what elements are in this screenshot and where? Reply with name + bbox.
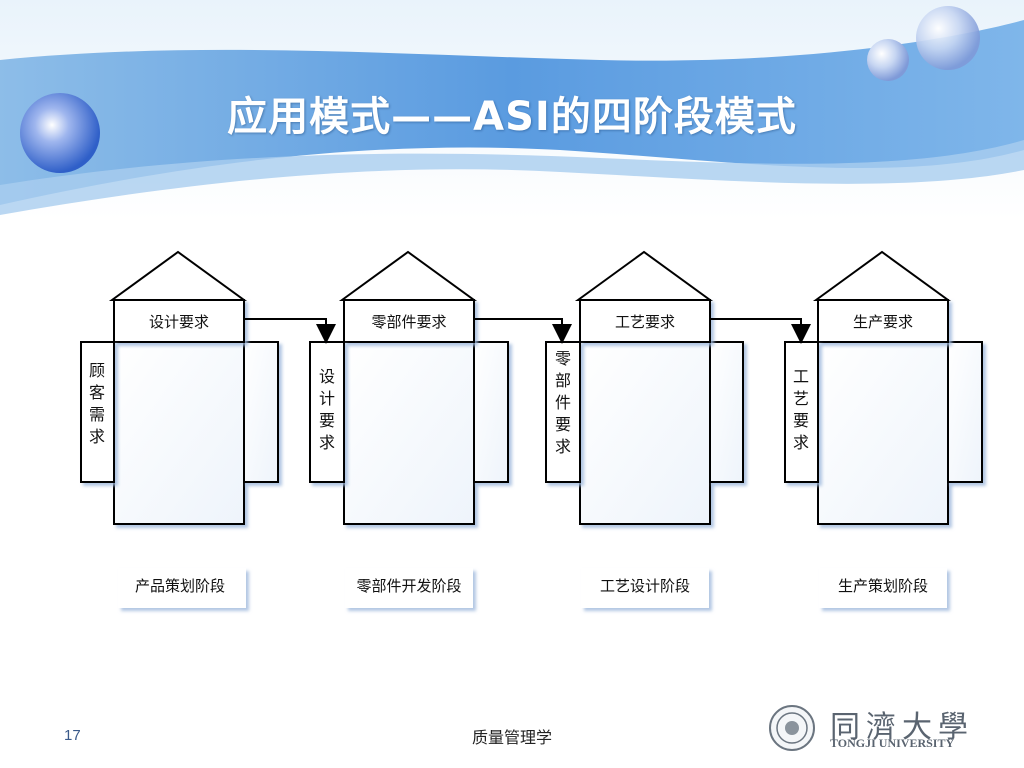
- house-roof: [812, 250, 952, 301]
- decor-orb-right-icon: [916, 6, 980, 70]
- page-title: 应用模式——ASI的四阶段模式: [227, 94, 797, 140]
- decor-orb-small-icon: [867, 39, 909, 81]
- logo-english-name: TONGJI UNIVERSITY: [830, 736, 955, 750]
- stage-1: 设计要求 顾客需求 产品策划阶段: [80, 250, 279, 608]
- stage-3: 工艺要求 零部件要求 工艺设计阶段: [545, 250, 744, 608]
- stage-label-box: [819, 568, 947, 608]
- roof-label: 设计要求: [149, 313, 209, 331]
- side-label: 设计要求: [319, 367, 335, 452]
- stage-name: 零部件开发阶段: [356, 577, 461, 595]
- logo-chinese-name: 同濟大學: [830, 710, 974, 745]
- stage-name: 生产策划阶段: [838, 577, 928, 595]
- roof-label-box: [817, 299, 949, 343]
- stage-name: 产品策划阶段: [135, 577, 225, 595]
- stage-name: 工艺设计阶段: [600, 577, 690, 595]
- side-label-box: [80, 341, 115, 483]
- side-label: 顾客需求: [89, 361, 105, 446]
- roof-label: 工艺要求: [615, 313, 675, 331]
- house-right-wing: [243, 341, 279, 483]
- side-label: 工艺要求: [793, 367, 809, 452]
- house-body: [817, 341, 949, 525]
- stage-4: 生产要求 工艺要求 生产策划阶段: [784, 250, 983, 608]
- house-right-wing: [473, 341, 509, 483]
- roof-label: 零部件要求: [371, 313, 446, 331]
- connector-arrow-2: [474, 318, 572, 344]
- house-body: [113, 341, 245, 525]
- tongji-logo: [769, 705, 815, 751]
- side-label: 零部件要求: [555, 349, 571, 456]
- house-right-wing: [709, 341, 744, 483]
- house-roof: [108, 250, 248, 301]
- house-roof: [574, 250, 714, 301]
- house-right-wing: [947, 341, 983, 483]
- roof-label: 生产要求: [853, 313, 913, 331]
- stage-label-box: [345, 568, 473, 608]
- connector-arrow-3: [710, 318, 811, 344]
- stage-label-box: [581, 568, 709, 608]
- roof-label-box: [343, 299, 475, 343]
- side-label-box: [545, 341, 581, 483]
- side-label-box: [309, 341, 345, 483]
- stage-2: 零部件要求 设计要求 零部件开发阶段: [309, 250, 509, 608]
- house-roof: [338, 250, 478, 301]
- house-body: [579, 341, 711, 525]
- page-number: 17: [64, 727, 81, 744]
- connector-arrow-1: [244, 318, 336, 344]
- stage-label-box: [118, 568, 246, 608]
- side-label-box: [784, 341, 819, 483]
- roof-label-box: [113, 299, 245, 343]
- house-body: [343, 341, 475, 525]
- course-title: 质量管理学: [471, 728, 552, 747]
- roof-label-box: [579, 299, 711, 343]
- header-banner: [0, 0, 1024, 220]
- decor-orb-left-icon: [20, 93, 100, 173]
